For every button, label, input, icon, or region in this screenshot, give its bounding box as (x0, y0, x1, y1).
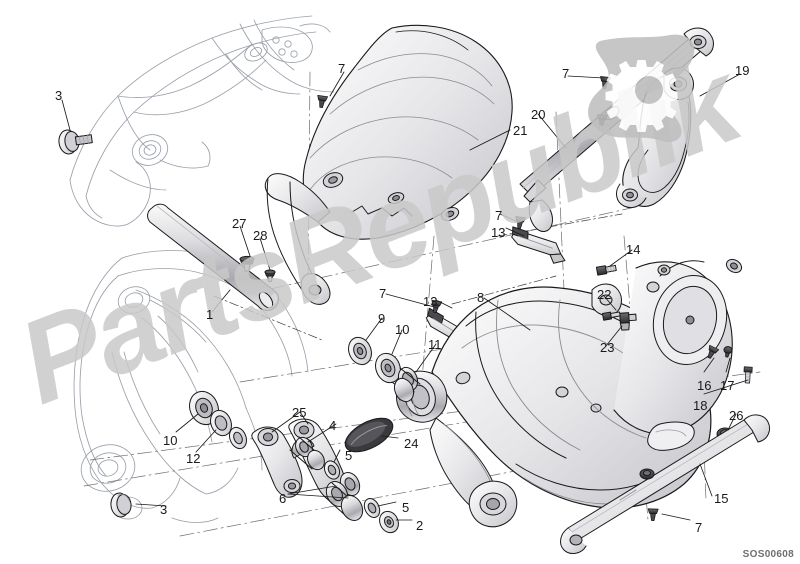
callout-number-25[interactable]: 25 (292, 405, 307, 420)
callout-number-7[interactable]: 7 (495, 208, 503, 223)
callout-number-12[interactable]: 12 (186, 451, 201, 466)
callout-number-1[interactable]: 1 (206, 307, 214, 322)
callout-number-14[interactable]: 14 (626, 242, 641, 257)
callout-number-11[interactable]: 11 (428, 337, 442, 352)
callout-number-7[interactable]: 7 (338, 61, 346, 76)
callout-number-6[interactable]: 6 (279, 491, 287, 506)
callout-number-20[interactable]: 20 (531, 107, 546, 122)
callout-number-5[interactable]: 5 (402, 500, 410, 515)
callout-number-18[interactable]: 18 (693, 398, 708, 413)
callout-number-2[interactable]: 2 (416, 518, 424, 533)
callout-number-13[interactable]: 13 (491, 225, 506, 240)
drawing-code: SOS00608 (742, 549, 794, 560)
callout-number-8[interactable]: 8 (477, 290, 485, 305)
callout-number-9[interactable]: 9 (378, 311, 386, 326)
callout-number-17[interactable]: 17 (720, 378, 735, 393)
callout-number-10[interactable]: 10 (163, 433, 178, 448)
callout-number-4[interactable]: 4 (329, 418, 337, 433)
callout-number-19[interactable]: 19 (735, 63, 750, 78)
callout-number-28[interactable]: 28 (253, 228, 268, 243)
callout-number-27[interactable]: 27 (232, 216, 247, 231)
callout-number-3[interactable]: 3 (160, 502, 168, 517)
callout-number-13[interactable]: 13 (423, 294, 438, 309)
callout-number-15[interactable]: 15 (714, 491, 729, 506)
callout-number-3[interactable]: 3 (55, 88, 63, 103)
callout-number-16[interactable]: 16 (697, 378, 712, 393)
callout-number-22[interactable]: 22 (597, 287, 612, 302)
callout-number-7[interactable]: 7 (695, 520, 703, 535)
callout-number-23[interactable]: 23 (600, 340, 615, 355)
callout-number-21[interactable]: 21 (513, 123, 528, 138)
callout-number-24[interactable]: 24 (404, 436, 419, 451)
callout-number-7[interactable]: 7 (379, 286, 387, 301)
callout-number-26[interactable]: 26 (729, 408, 744, 423)
callout-number-5[interactable]: 5 (345, 448, 353, 463)
callout-number-7[interactable]: 7 (562, 66, 570, 81)
callout-number-10[interactable]: 10 (395, 322, 410, 337)
